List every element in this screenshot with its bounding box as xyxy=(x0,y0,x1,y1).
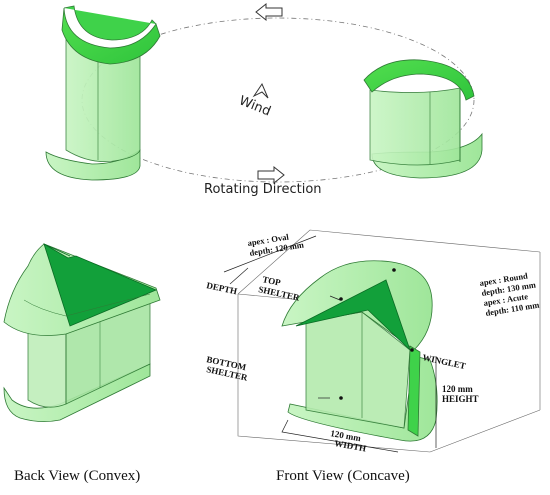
front-view-illustration: apex : Oval depth: 120 mm apex : Round d… xyxy=(206,229,541,454)
rotor-top-view: Wind Rotating Direction xyxy=(45,2,483,197)
back-view-caption: Back View (Convex) xyxy=(14,468,141,484)
rotation-arrow-top-icon xyxy=(255,2,283,22)
height-value-label: 120 mm xyxy=(442,384,473,394)
back-view-illustration xyxy=(3,243,161,422)
right-bucket xyxy=(363,59,483,179)
wind-arrow-icon xyxy=(252,82,269,99)
top-label: TOP xyxy=(262,274,283,288)
rotating-direction-label: Rotating Direction xyxy=(204,182,322,197)
depth-label: DEPTH xyxy=(206,280,238,296)
height-label: HEIGHT xyxy=(442,394,479,404)
rotation-path xyxy=(81,17,475,183)
width-label: WIDTH xyxy=(334,438,367,453)
front-view-caption: Front View (Concave) xyxy=(276,468,410,484)
rotation-arrow-bottom-icon xyxy=(257,165,285,185)
left-bucket xyxy=(45,5,161,181)
